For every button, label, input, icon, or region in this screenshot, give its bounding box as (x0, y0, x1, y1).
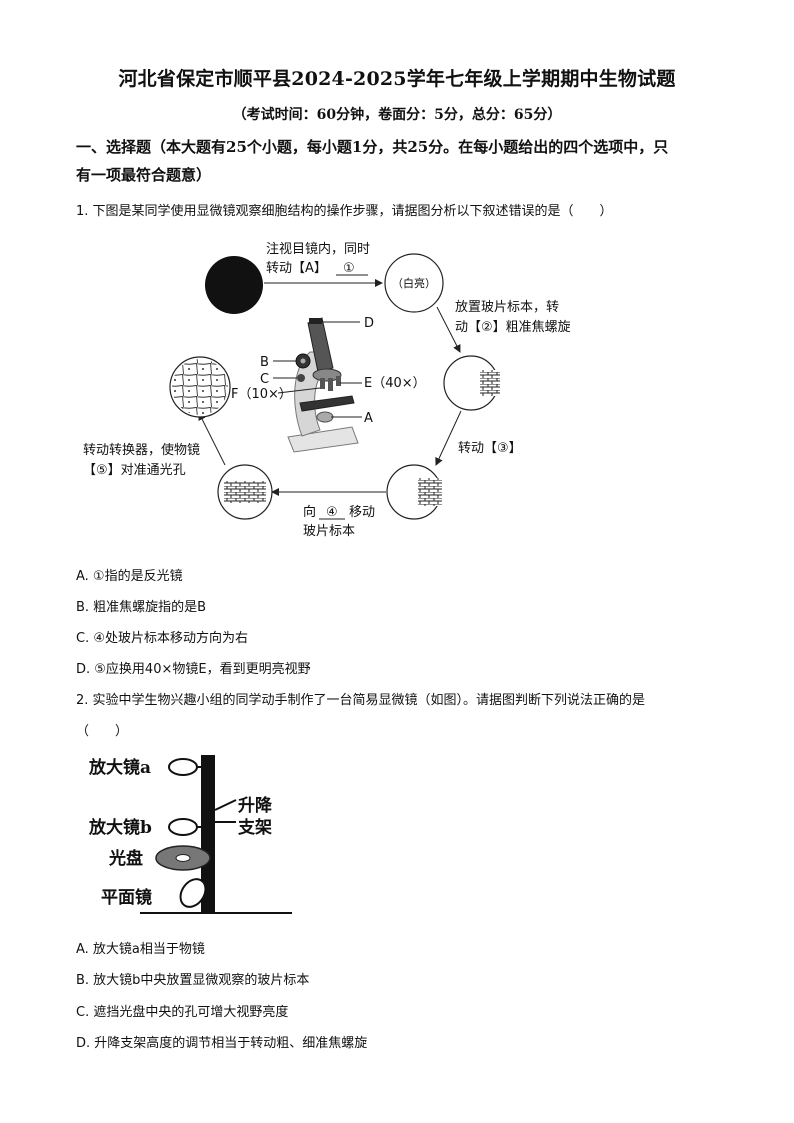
page-title: 河北省保定市顺平县2024-2025学年七年级上学期期中生物试题 (118, 68, 676, 90)
exam-info: （考试时间：60分钟，卷面分：5分，总分：65分） (232, 107, 562, 123)
magnifier-a-shape (168, 758, 198, 776)
step4-pre: 向 (303, 504, 316, 520)
step4-line2: 玻片标本 (303, 524, 355, 539)
step4-post: 移动 (349, 505, 375, 520)
label-b: B (260, 355, 269, 370)
label-disc: 光盘 (108, 848, 143, 869)
label-c: C (260, 372, 269, 387)
step2-text-line2: 动【②】粗准焦螺旋 (455, 320, 571, 335)
label-magnifier-a: 放大镜a (88, 757, 151, 778)
label-magnifier-b: 放大镜b (88, 817, 152, 838)
section-heading-line1: 一、选择题（本大题有25个小题，每小题1分，共25分。在每小题给出的四个选项中，… (76, 138, 669, 156)
step4-blank: ④ (326, 505, 338, 520)
q1-option-c: C. ④处玻片标本移动方向为右 (76, 631, 248, 646)
cells-patch-bottom-right (418, 478, 442, 506)
dark-field-circle (205, 256, 263, 314)
label-a: A (364, 411, 373, 426)
q2-simple-microscope-figure: 放大镜a 放大镜b 光盘 平面镜 升降 支架 (88, 755, 292, 914)
bright-field-label: （白亮） (392, 276, 436, 290)
label-mirror: 平面镜 (101, 887, 152, 908)
arrow-step3 (435, 410, 462, 466)
q1-option-b: B. 粗准焦螺旋指的是B (76, 600, 207, 615)
cells-patch-bottom-left (224, 481, 266, 503)
step5-text-line1: 转动转换器，使物镜 (83, 442, 200, 458)
q2-option-d: D. 升降支架高度的调节相当于转动粗、细准焦螺旋 (76, 1036, 368, 1051)
bright-field-circle (384, 253, 444, 313)
q2-option-b: B. 放大镜b中央放置显微观察的玻片标本 (76, 973, 310, 988)
label-f: F（10×） (231, 387, 292, 402)
label-d: D (364, 316, 374, 331)
step1-text-line2: 转动【A】 (266, 261, 327, 276)
section-heading: 一、选择题（本大题有25个小题，每小题1分，共25分。在每小题给出的四个选项中，… (76, 133, 724, 189)
step3-text: 转动【③】 (458, 441, 522, 456)
q1-option-a: A. ①指的是反光镜 (76, 569, 183, 584)
q2-option-c: C. 遮挡光盘中央的孔可增大视野亮度 (76, 1005, 289, 1020)
label-stand-line1: 升降 (238, 795, 273, 816)
question-2-stem-line1: 2. 实验中学生物兴趣小组的同学动手制作了一台简易显微镜（如图）。请据图判断下列… (76, 693, 646, 708)
microscope-illustration (287, 317, 359, 453)
magnifier-b-shape (168, 818, 198, 836)
q1-option-d: D. ⑤应换用40×物镜E，看到更明亮视野 (76, 662, 311, 677)
section-heading-line2: 有一项最符合题意） (76, 166, 212, 184)
arrow-step5 (198, 412, 226, 466)
lift-stand (201, 755, 215, 913)
step5-text-line2: 【⑤】对准通光孔 (83, 463, 186, 478)
label-stand-line2: 支架 (238, 817, 272, 838)
flat-mirror-shape (179, 878, 207, 908)
cells-patch-right (480, 370, 500, 396)
label-e: E（40×） (364, 376, 426, 391)
step1-text-line1: 注视目镜内，同时 (266, 241, 370, 257)
arrow-step2 (436, 306, 461, 353)
question-1-stem: 1. 下图是某同学使用显微镜观察细胞结构的操作步骤，请据图分析以下叙述错误的是（… (76, 204, 613, 219)
q2-option-a: A. 放大镜a相当于物镜 (76, 942, 205, 957)
step1-blank: ① (343, 261, 355, 276)
onion-cells-pattern (172, 359, 228, 415)
question-2-stem-line2: （ ） (76, 724, 129, 739)
q1-microscope-figure: 注视目镜内，同时 转动【A】 ① （白亮） 放置玻片标本，转 动【②】粗准焦螺旋… (83, 241, 571, 539)
step2-text-line1: 放置玻片标本，转 (455, 300, 559, 315)
